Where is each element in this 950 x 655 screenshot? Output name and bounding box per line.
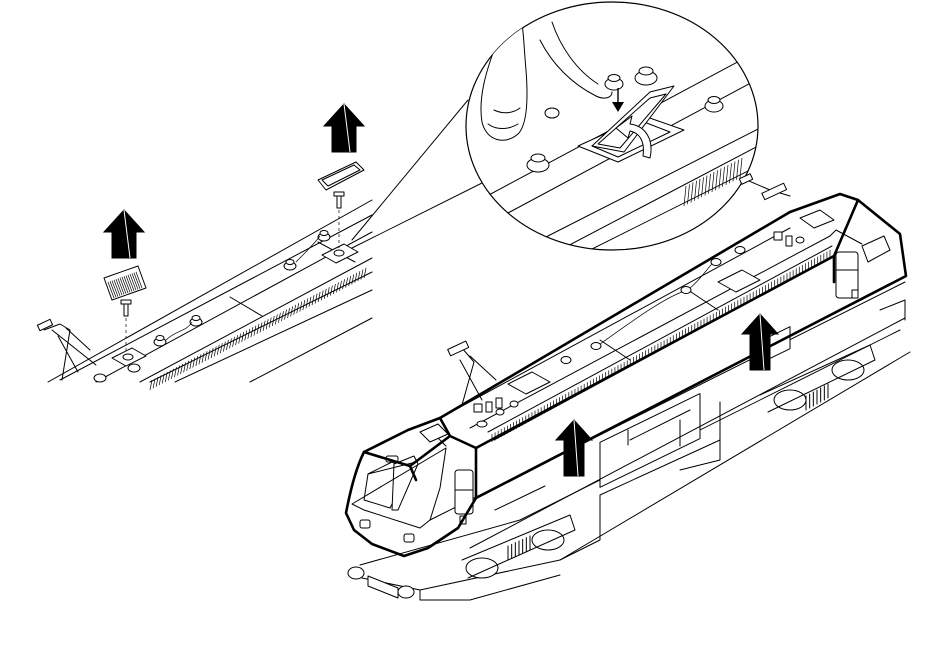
rear-window [862,236,890,262]
lift-arrow-left [104,210,144,258]
hatch-cover-left [104,266,146,300]
magnified-hatch-callout [352,2,760,255]
roof-detail-panel [37,104,372,390]
lift-arrow-right [324,104,364,152]
front-cab [352,424,448,542]
hatch-screw [121,192,344,352]
callout-leader [352,180,488,248]
roof-vent-grille [150,268,366,390]
hatch-cover-right [318,162,364,190]
lift-body-arrow-front [556,420,592,476]
pantograph-base [37,319,90,380]
coupler-buffers [348,567,414,598]
